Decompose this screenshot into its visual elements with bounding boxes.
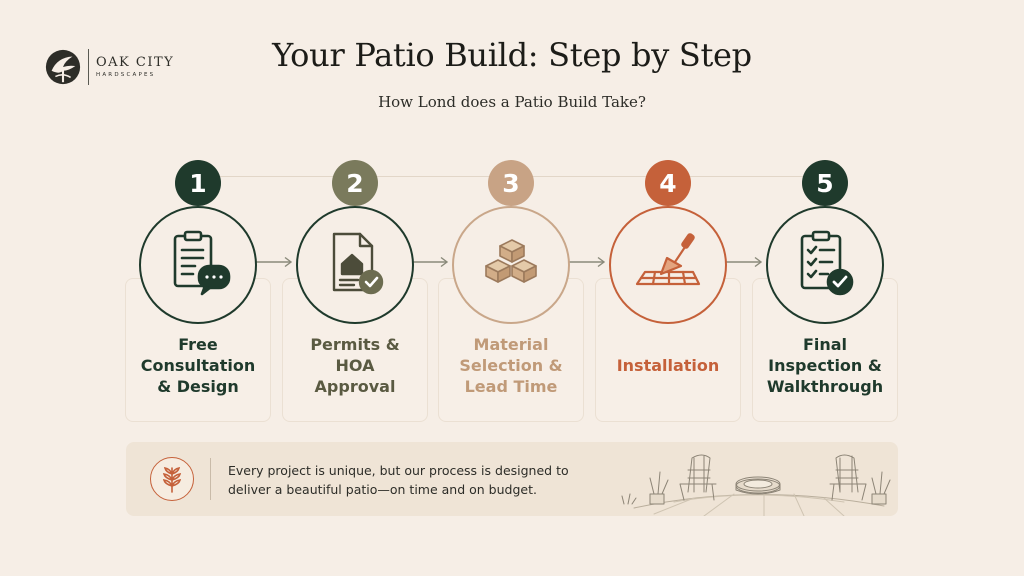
step-icon-circle xyxy=(609,206,727,324)
step-number-badge: 5 xyxy=(802,160,848,206)
wheat-icon xyxy=(162,466,182,493)
step-4: 4 Installation xyxy=(595,160,741,422)
step-number-badge: 3 xyxy=(488,160,534,206)
step-5: 5 Final Inspection & Walkthrough xyxy=(752,160,898,422)
arrow-right-icon xyxy=(412,256,449,268)
brand-tagline: HARDSCAPES xyxy=(96,72,156,78)
checklist-check-icon xyxy=(800,230,854,296)
clipboard-chat-icon xyxy=(173,230,231,296)
brand-name: OAK CITY xyxy=(96,55,175,70)
step-label: Permits & HOA Approval xyxy=(310,334,400,396)
trowel-bricks-icon xyxy=(635,233,701,286)
step-label: Material Selection & Lead Time xyxy=(459,334,563,396)
arrow-right-icon xyxy=(726,256,763,268)
footer-message: Every project is unique, but our process… xyxy=(228,463,569,497)
step-icon-circle xyxy=(296,206,414,324)
footer-icon-circle xyxy=(150,457,194,501)
step-1: 1 Free Consultation & Design xyxy=(125,160,271,422)
document-house-check-icon xyxy=(332,232,384,295)
step-icon-circle xyxy=(452,206,570,324)
logo-divider xyxy=(88,49,89,85)
patio-fire-pit-illustration xyxy=(621,454,891,516)
page-subtitle: How Lond does a Patio Build Take? xyxy=(378,93,646,111)
step-label: Installation xyxy=(616,355,720,375)
footer-divider xyxy=(210,458,211,500)
page-title: Your Patio Build: Step by Step xyxy=(272,36,752,74)
footer-banner: Every project is unique, but our process… xyxy=(126,442,898,516)
brand-logo: OAK CITY HARDSCAPES xyxy=(44,48,174,86)
step-2: 2 Permits & HOA Approval xyxy=(282,160,428,422)
step-number-badge: 1 xyxy=(175,160,221,206)
arrow-right-icon xyxy=(256,256,293,268)
step-icon-circle xyxy=(139,206,257,324)
arrow-right-icon xyxy=(569,256,606,268)
step-number-badge: 2 xyxy=(332,160,378,206)
oak-tree-icon xyxy=(45,49,81,85)
step-label: Final Inspection & Walkthrough xyxy=(766,334,884,396)
step-number-badge: 4 xyxy=(645,160,691,206)
stacked-pavers-icon xyxy=(485,239,537,283)
step-label: Free Consultation & Design xyxy=(140,334,256,396)
step-3: 3 Material Selection & Lead Time xyxy=(438,160,584,422)
step-icon-circle xyxy=(766,206,884,324)
